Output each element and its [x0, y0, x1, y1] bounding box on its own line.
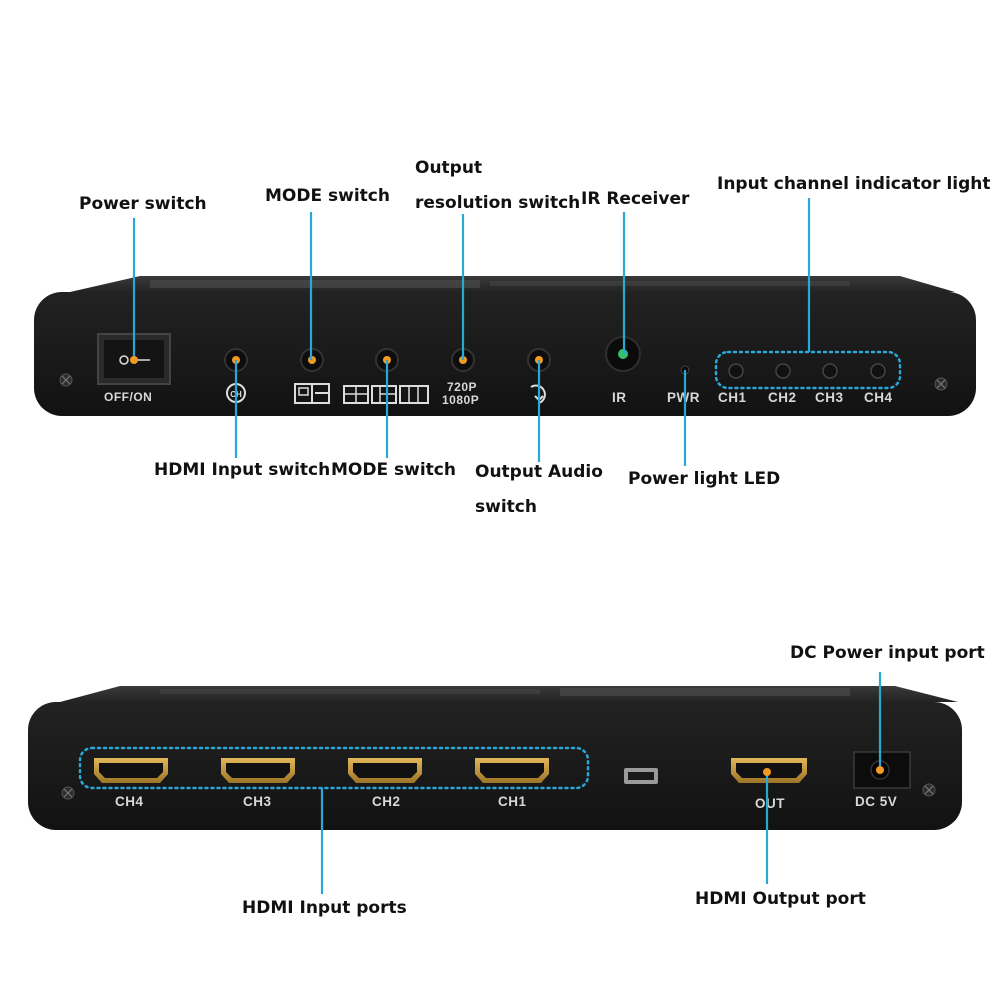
hdmi-output-port-callout: HDMI Output port: [695, 889, 866, 909]
hdmi-input-ports-highlight: [78, 746, 590, 790]
ir-label: IR: [612, 390, 627, 405]
multiview-mode-icon: [343, 385, 429, 404]
channel-indicator-leds: [728, 363, 886, 379]
input-port-label: CH3: [243, 794, 272, 809]
screw-icon: [61, 786, 75, 800]
screw-icon: [934, 377, 948, 391]
output-resolution-callout: Output resolution switch: [415, 151, 580, 221]
back-device: CH4 CH3 CH2 CH1 OUT DC 5V: [28, 686, 962, 830]
channel-label: CH3: [815, 390, 844, 405]
hdmi-port-icon[interactable]: [348, 758, 422, 783]
channel-label: CH4: [864, 390, 893, 405]
front-device: OFF/ON CH: [34, 276, 976, 416]
off-on-label: OFF/ON: [104, 390, 152, 404]
mode-switch-bottom-callout: MODE switch: [331, 460, 456, 480]
channel-label: CH2: [768, 390, 797, 405]
output-audio-callout-line1: Output Audio: [475, 462, 603, 482]
input-port-label: CH1: [498, 794, 527, 809]
output-audio-callout-line2: switch: [475, 497, 537, 517]
dc-power-input-callout: DC Power input port: [790, 643, 985, 663]
front-leader-lines: [132, 198, 811, 466]
screw-icon: [922, 783, 936, 797]
back-leader-lines: [320, 672, 882, 894]
front-device-top-print: [150, 280, 480, 288]
hdmi-input-switch-callout: HDMI Input switch: [154, 460, 331, 480]
hdmi-port-icon[interactable]: [475, 758, 549, 783]
back-markers: [763, 766, 884, 776]
power-light-led-callout: Power light LED: [628, 469, 781, 489]
res-720-label: 720P: [447, 380, 477, 394]
pwr-label: PWR: [667, 390, 700, 405]
front-device-top-print-2: [490, 281, 850, 286]
out-label: OUT: [755, 796, 785, 811]
front-device-face: [34, 292, 976, 416]
hdmi-input-ports-callout: HDMI Input ports: [242, 898, 407, 918]
channel-label: CH1: [718, 390, 747, 405]
ir-receiver-callout: IR Receiver: [581, 189, 690, 209]
hdmi-port-icon[interactable]: [221, 758, 295, 783]
mini-usb-port-icon[interactable]: [624, 768, 658, 784]
back-device-top-print: [160, 689, 540, 694]
res-1080-label: 1080P: [442, 393, 479, 407]
input-port-label: CH2: [372, 794, 401, 809]
output-resolution-callout-line2: resolution switch: [415, 193, 581, 213]
dc-label: DC 5V: [855, 794, 897, 809]
back-device-top-print-2: [560, 688, 850, 696]
pip-mode-icon: [294, 383, 330, 404]
output-audio-callout: Output Audio switch: [475, 455, 603, 525]
screw-icon: [59, 373, 73, 387]
power-switch-callout: Power switch: [79, 194, 207, 214]
mode-switch-top-callout: MODE switch: [265, 186, 390, 206]
hdmi-port-icon[interactable]: [94, 758, 168, 783]
input-channel-indicator-callout: Input channel indicator light: [717, 174, 991, 194]
input-port-label: CH4: [115, 794, 144, 809]
output-resolution-callout-line1: Output: [415, 158, 483, 178]
front-markers: [130, 356, 138, 364]
